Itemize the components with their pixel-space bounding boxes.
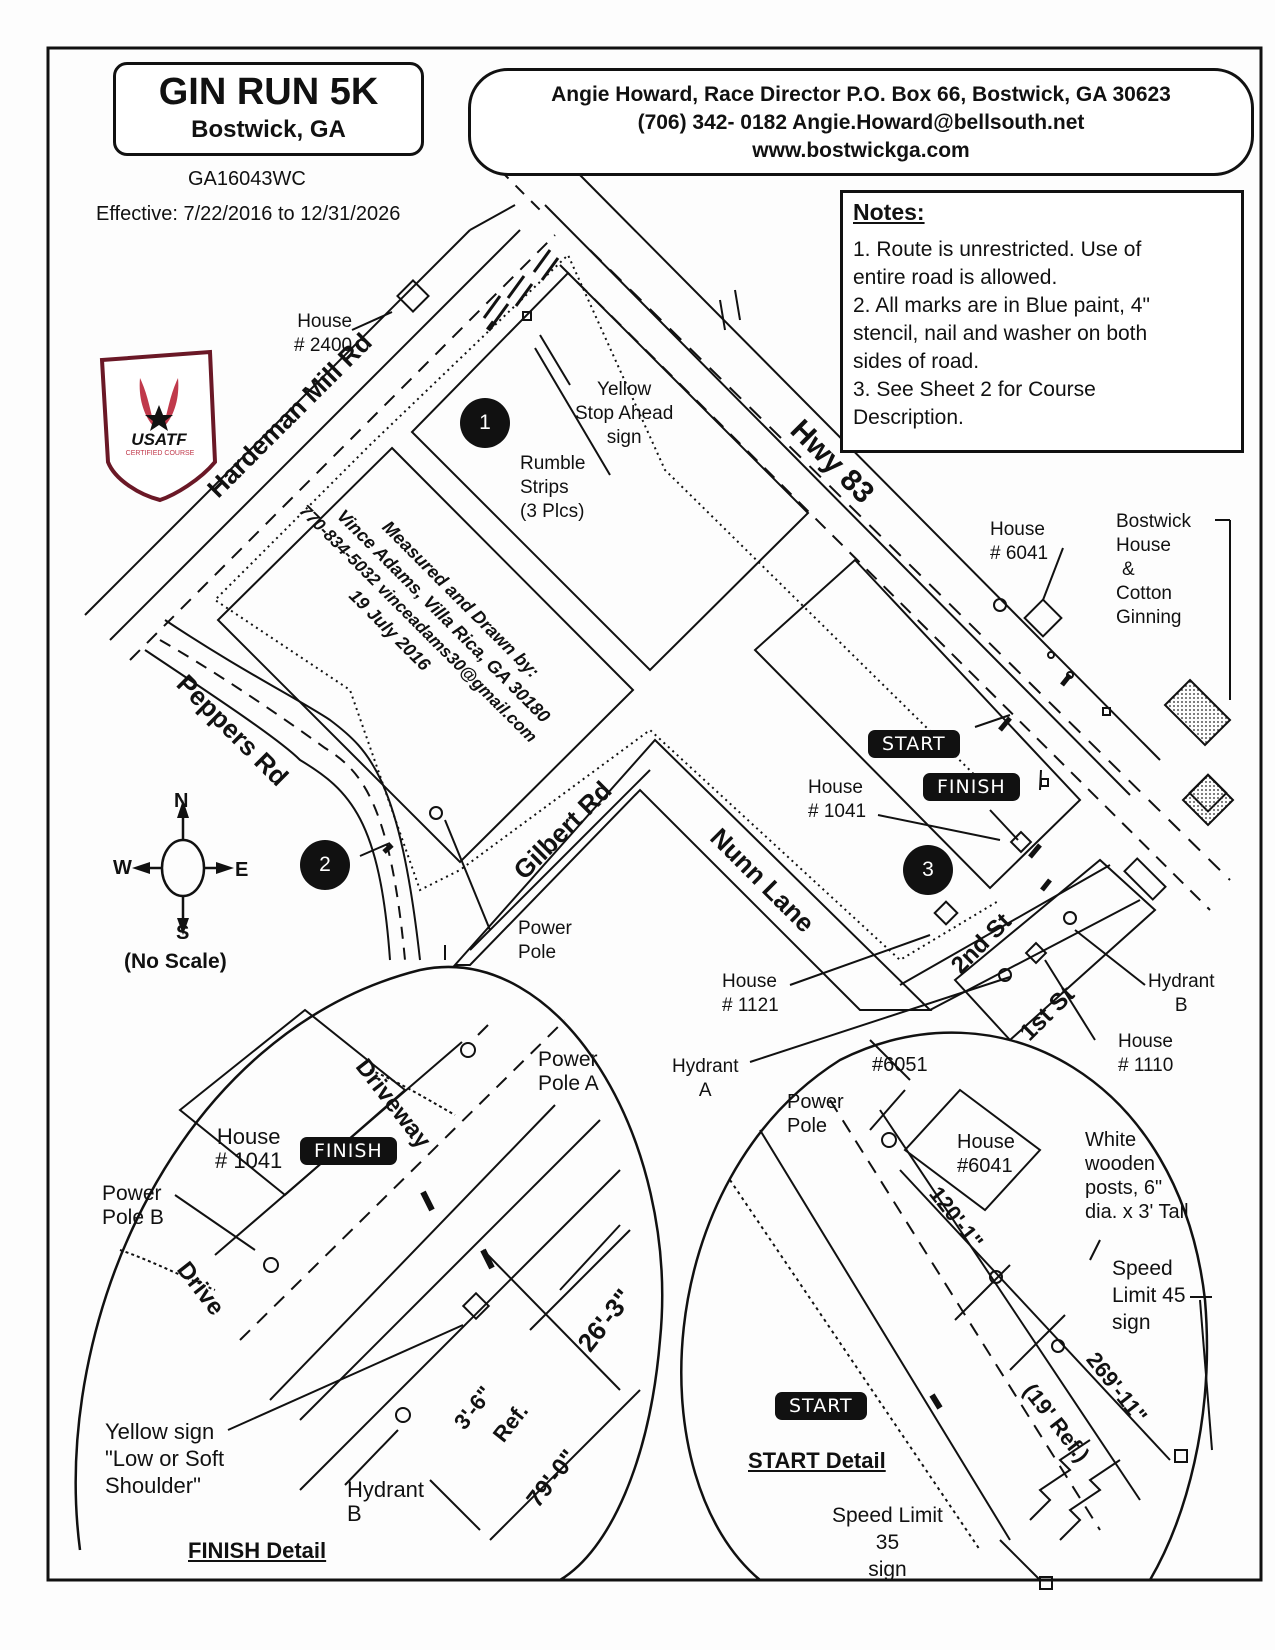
start-marker: START	[868, 730, 960, 758]
contact-line-2: (706) 342- 0182 Angie.Howard@bellsouth.n…	[637, 111, 1085, 134]
compass-arrows	[132, 800, 234, 935]
notes-item: Description.	[853, 406, 964, 429]
finish-detail-finish-marker: FINISH	[300, 1137, 397, 1165]
usatf-logo-text: USATF	[131, 430, 187, 449]
race-title: GIN RUN 5K	[158, 71, 379, 113]
label-house-1121: House # 1121	[722, 971, 779, 1016]
checkpoint-3-marker: 3	[903, 845, 953, 895]
page-frame	[46, 46, 1263, 1582]
label-house-1110: House # 1110	[1118, 1031, 1174, 1076]
start-detail-title: START Detail	[748, 1448, 886, 1473]
notes-item: stencil, nail and washer on both	[853, 322, 1148, 345]
notes-item: 1. Route is unrestricted. Use of	[853, 238, 1142, 261]
finish-detail-circle	[74, 965, 664, 1582]
compass-s: S	[176, 922, 190, 944]
start-detail-speed-limit-45: Speed Limit 45 sign	[1112, 1257, 1186, 1334]
label-hydrant-b: Hydrant B	[1148, 971, 1215, 1016]
contact-website: www.bostwickga.com	[752, 139, 970, 162]
checkpoint-1-marker: 1	[460, 398, 510, 448]
effective-dates: Effective: 7/22/2016 to 12/31/2026	[96, 203, 401, 225]
checkpoint-2-marker: 2	[300, 840, 350, 890]
start-detail-speed-limit-35: Speed Limit 35 sign	[832, 1504, 943, 1581]
finish-detail-house: House # 1041	[215, 1124, 283, 1173]
notes-item: 2. All marks are in Blue paint, 4"	[853, 294, 1150, 317]
usatf-logo-subtext: CERTIFIED COURSE	[125, 450, 195, 457]
compass-ring	[160, 838, 206, 898]
start-detail-start-marker: START	[775, 1392, 867, 1420]
notes-item: 3. See Sheet 2 for Course	[853, 378, 1096, 401]
start-detail-power-pole: Power Pole	[787, 1091, 844, 1137]
label-power-pole: Power Pole	[518, 918, 572, 963]
notes-item: entire road is allowed.	[853, 266, 1058, 289]
start-detail-house-6051: #6051	[872, 1054, 928, 1076]
usatf-shield	[99, 349, 218, 503]
start-detail-circle	[680, 1031, 1209, 1581]
compass-e: E	[235, 859, 249, 881]
title-box: GIN RUN 5K Bostwick, GA	[113, 62, 424, 156]
finish-marker: FINISH	[923, 773, 1020, 801]
finish-detail-yellow-sign: Yellow sign "Low or Soft Shoulder"	[105, 1419, 225, 1498]
start-detail-white-posts: White wooden posts, 6" dia. x 3' Tall	[1085, 1129, 1189, 1223]
contact-box: Angie Howard, Race Director P.O. Box 66,…	[468, 68, 1254, 176]
notes-box: Notes: 1. Route is unrestricted. Use of …	[840, 190, 1244, 453]
label-house-1041: House # 1041	[808, 777, 867, 822]
label-rumble-strips: Rumble Strips (3 Plcs)	[520, 453, 586, 522]
contact-line-1: Angie Howard, Race Director P.O. Box 66,…	[551, 83, 1171, 106]
course-id: GA16043WC	[188, 168, 306, 190]
label-hydrant-a: Hydrant A	[672, 1056, 739, 1101]
notes-title: Notes:	[853, 199, 925, 225]
compass-n: N	[174, 790, 189, 812]
label-house-6041: House # 6041	[990, 519, 1049, 564]
label-yellow-stop-ahead: Yellow Stop Ahead sign	[575, 379, 674, 448]
compass-w: W	[113, 857, 132, 879]
finish-detail-hydrant: Hydrant B	[347, 1477, 425, 1526]
start-detail-house-6041: House #6041	[957, 1131, 1015, 1177]
finish-detail-title: FINISH Detail	[188, 1538, 327, 1563]
finish-detail-power-pole-b: Power Pole B	[102, 1182, 164, 1229]
finish-detail-power-pole-a: Power Pole A	[538, 1048, 599, 1095]
notes-item: sides of road.	[853, 350, 980, 373]
label-bostwick-house: Bostwick House & Cotton Ginning	[1116, 511, 1191, 628]
race-location: Bostwick, GA	[191, 116, 346, 143]
label-house-2400: House # 2400	[294, 311, 353, 356]
compass-scale-note: (No Scale)	[124, 950, 227, 973]
